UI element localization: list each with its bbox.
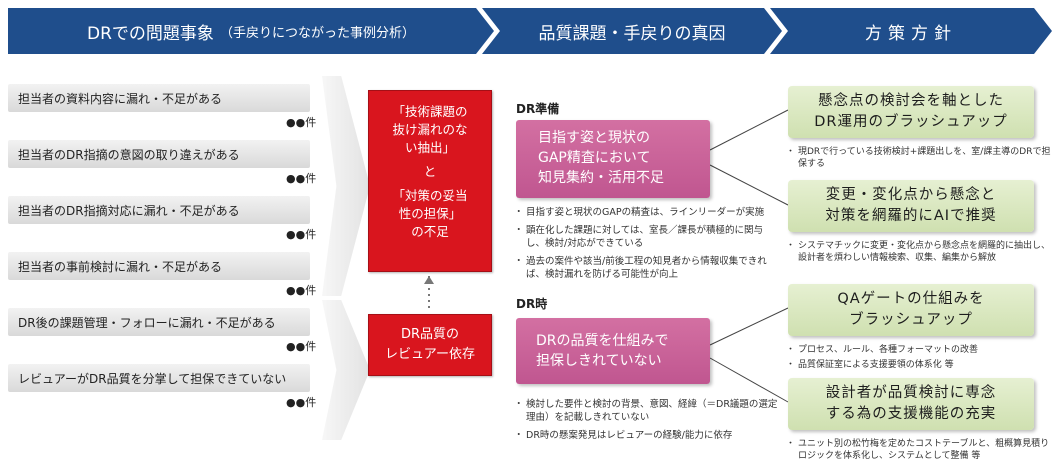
note-item: プロセス、ルール、各種フォーマットの改善 <box>786 344 1058 356</box>
header-measures: 方策方針 <box>770 8 1052 54</box>
issue-bar: 担当者の資料内容に漏れ・不足がある <box>8 84 310 112</box>
issue-count: ●●件 <box>286 116 317 129</box>
root-cause-line: 「技術課題の <box>392 104 468 119</box>
dr-time-notes: 検討した要件と検討の背景、意図、経緯（＝DR議題の選定理由）を記載しきれていない… <box>514 398 778 447</box>
note-item: 過去の案件や該当/前後工程の知見者から情報収集できれば、検討漏れを防げる可能性が… <box>514 255 778 281</box>
measure-line: 懸念点の検討会を軸とした <box>817 93 1004 109</box>
measure-line: する為の支援機能の充実 <box>825 406 997 422</box>
cause-line: DRの品質を仕組みで <box>536 333 669 349</box>
section-label-dr-prep: DR準備 <box>516 102 560 116</box>
note-item: システマチックに変更・変化点から懸念点を網羅的に抽出し、設計者を煩わしい情報検索… <box>786 240 1058 264</box>
note-item: 目指す姿と現状のGAPの精査は、ラインリーダーが実施 <box>514 206 778 219</box>
issue-bar: レビュアーがDR品質を分掌して担保できていない <box>8 364 310 392</box>
root-cause-and: と <box>423 164 437 179</box>
issue-count: ●●件 <box>286 340 317 353</box>
issue-count: ●●件 <box>286 284 317 297</box>
header-problem-events: DRでの問題事象 （手戻りにつながった事例分析） <box>8 8 494 54</box>
issue-count: ●●件 <box>286 228 317 241</box>
issue-bar: 担当者の事前検討に漏れ・不足がある <box>8 252 310 280</box>
note-item: 品質保証室による支援要領の体系化 等 <box>786 359 1058 371</box>
header-measures-title: 方策方針 <box>865 23 957 44</box>
issue-count: ●●件 <box>286 172 317 185</box>
header-problem-events-title: DRでの問題事象 <box>87 23 214 44</box>
root-cause-box-reviewer: DR品質の レビュアー依存 <box>368 314 492 376</box>
cause-box-dr-prep: 目指す姿と現状の GAP精査において 知見集約・活用不足 <box>516 120 710 198</box>
note-item: 検討した要件と検討の背景、意図、経緯（＝DR議題の選定理由）を記載しきれていない <box>514 398 778 424</box>
measure-line: DR運用のブラッシュアップ <box>814 114 1008 130</box>
issue-label: 担当者のDR指摘対応に漏れ・不足がある <box>18 203 240 218</box>
root-cause-line: い抽出」 <box>404 140 455 155</box>
issue-label: DR後の課題管理・フォローに漏れ・不足がある <box>18 315 276 330</box>
measure-line: 変更・変化点から懸念と <box>825 187 997 203</box>
connector-line <box>709 109 789 151</box>
connector-line <box>709 164 789 206</box>
root-cause-box-technical: 「技術課題の 抜け漏れのな い抽出」 と 「対策の妥当 性の担保」 の不足 <box>368 90 492 272</box>
dotted-arrowhead <box>424 276 434 284</box>
issue-label: 担当者の事前検討に漏れ・不足がある <box>18 259 223 274</box>
header-problem-events-subtitle: （手戻りにつながった事例分析） <box>219 25 415 41</box>
measure-box: 設計者が品質検討に専念する為の支援機能の充実 <box>788 378 1034 430</box>
note-item: 現DRで行っている技術検討+課題出しを、室/課主導のDRで担保する <box>786 146 1058 170</box>
measure-notes: ユニット別の松竹梅を定めたコストテーブルと、粗概算見積りロジックを体系化し、シス… <box>786 438 1058 465</box>
measure-notes: プロセス、ルール、各種フォーマットの改善 品質保証室による支援要領の体系化 等 <box>786 344 1058 374</box>
root-cause-line: 性の担保」 <box>398 206 462 221</box>
issue-bar: 担当者のDR指摘の意図の取り違えがある <box>8 140 310 168</box>
root-cause-line: レビュアー依存 <box>385 347 475 362</box>
measure-box: 懸念点の検討会を軸とした DR運用のブラッシュアップ <box>788 86 1034 138</box>
cause-line: 知見集約・活用不足 <box>538 170 664 186</box>
issue-bar: 担当者のDR指摘対応に漏れ・不足がある <box>8 196 310 224</box>
note-item: DR時の懸案発見はレビュアーの経験/能力に依存 <box>514 429 778 442</box>
header-root-causes-title: 品質課題・手戻りの真因 <box>538 23 726 44</box>
measure-box: 変更・変化点から懸念と対策を網羅的にAIで推奨 <box>788 180 1034 232</box>
header-root-causes: 品質課題・手戻りの真因 <box>482 8 782 54</box>
note-item: ユニット別の松竹梅を定めたコストテーブルと、粗概算見積りロジックを体系化し、シス… <box>786 438 1058 462</box>
measure-notes: 現DRで行っている技術検討+課題出しを、室/課主導のDRで担保する <box>786 146 1058 173</box>
note-item: 顕在化した課題に対しては、室長／課長が積極的に関与し、検討/対応ができている <box>514 224 778 250</box>
cause-box-dr-time: DRの品質を仕組みで 担保しきれていない <box>516 318 710 384</box>
measure-line: 設計者が品質検討に専念 <box>825 385 997 401</box>
cause-line: 目指す姿と現状の <box>538 130 650 146</box>
root-cause-line: DR品質の <box>400 327 460 342</box>
issue-count: ●●件 <box>286 396 317 409</box>
issue-label: レビュアーがDR品質を分掌して担保できていない <box>18 371 287 386</box>
connector-line <box>709 357 789 403</box>
issue-label: 担当者の資料内容に漏れ・不足がある <box>18 91 223 106</box>
measure-notes: システマチックに変更・変化点から懸念点を網羅的に抽出し、設計者を煩わしい情報検索… <box>786 240 1058 267</box>
issue-label: 担当者のDR指摘の意図の取り違えがある <box>18 147 240 162</box>
measure-line: QAゲートの仕組みを <box>837 291 985 307</box>
root-cause-line: の不足 <box>411 224 449 239</box>
root-cause-line: 抜け漏れのな <box>392 122 468 137</box>
measure-line: 対策を網羅的にAIで推奨 <box>825 208 997 224</box>
cause-line: GAP精査において <box>538 150 651 166</box>
dr-prep-notes: 目指す姿と現状のGAPの精査は、ラインリーダーが実施 顕在化した課題に対しては、… <box>514 206 778 286</box>
measure-line: ブラッシュアップ <box>849 312 973 328</box>
root-cause-line: 「対策の妥当 <box>392 188 468 203</box>
connector-line <box>709 307 789 346</box>
section-label-dr-time: DR時 <box>516 297 548 311</box>
measure-box: QAゲートの仕組みをブラッシュアップ <box>788 284 1034 336</box>
cause-line: 担保しきれていない <box>536 353 662 369</box>
issue-bar: DR後の課題管理・フォローに漏れ・不足がある <box>8 308 310 336</box>
